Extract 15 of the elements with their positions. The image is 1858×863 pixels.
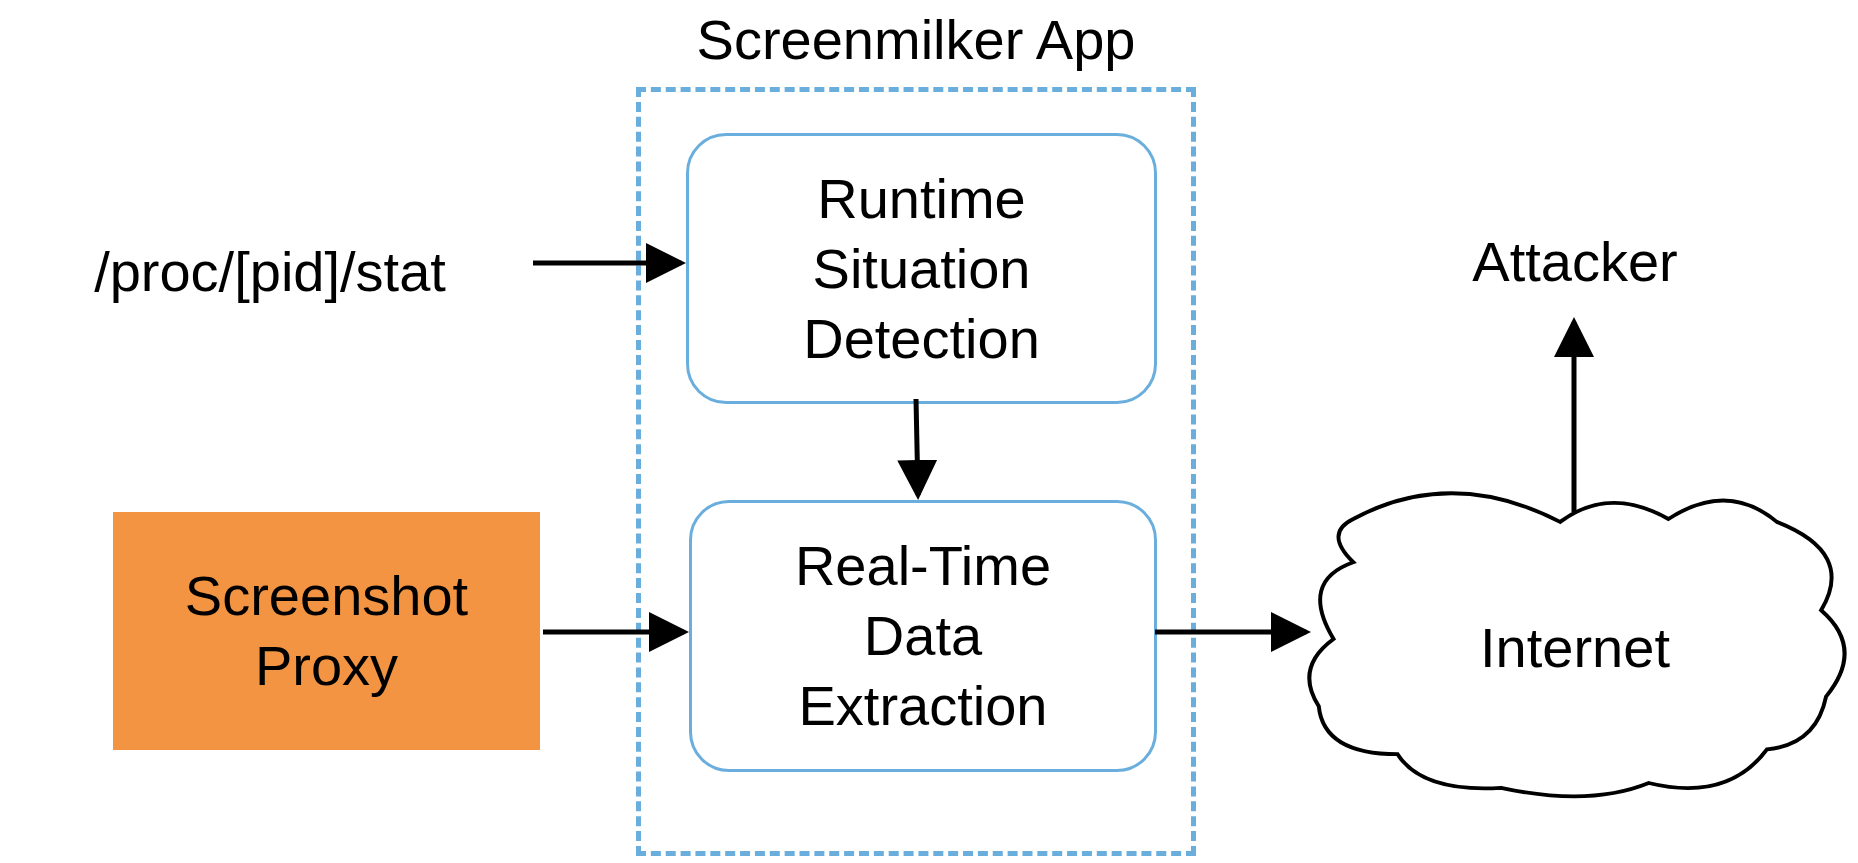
node-label: Internet bbox=[1480, 614, 1670, 681]
process-box bbox=[686, 133, 1157, 404]
arrow bbox=[533, 243, 686, 283]
source-box bbox=[113, 512, 540, 750]
node-label: Real-Time Data Extraction bbox=[793, 533, 1053, 739]
process-box bbox=[689, 500, 1157, 772]
arrow bbox=[1155, 612, 1311, 652]
node-label: Runtime Situation Detection bbox=[802, 165, 1041, 372]
node-label: /proc/[pid]/stat bbox=[94, 239, 446, 305]
node-label: Attacker bbox=[1472, 229, 1678, 295]
arrow bbox=[543, 612, 689, 652]
arrow bbox=[1554, 317, 1594, 512]
group-title: Screenmilker App bbox=[695, 7, 1137, 73]
arrow bbox=[897, 398, 938, 500]
node-label: Screenshot Proxy bbox=[183, 563, 470, 699]
